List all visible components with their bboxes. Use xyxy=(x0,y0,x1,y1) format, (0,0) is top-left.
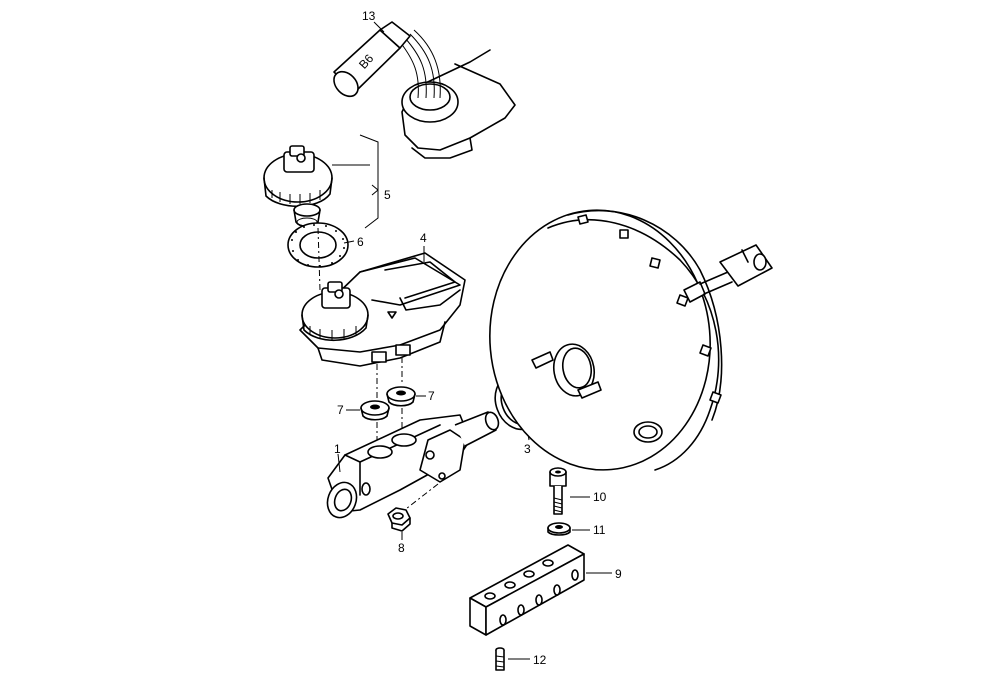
callout-7-left: 7 xyxy=(337,403,344,417)
callout-6: 6 xyxy=(357,235,364,249)
callout-8: 8 xyxy=(398,541,405,555)
callout-10: 10 xyxy=(593,490,607,504)
callout-3: 3 xyxy=(524,442,531,456)
callout-4: 4 xyxy=(420,231,427,245)
part-10-bolt xyxy=(549,467,567,515)
part-7-grommet-left xyxy=(360,400,390,421)
part-4-fluid-reservoir xyxy=(299,252,466,367)
callout-12: 12 xyxy=(533,653,547,667)
callout-13: 13 xyxy=(362,9,376,23)
part-1-master-cylinder xyxy=(326,411,500,519)
part-5-reservoir-cap xyxy=(263,145,333,228)
part-9-terminal-block xyxy=(469,544,585,636)
part-7-grommet-right xyxy=(386,386,416,407)
callout-5: 5 xyxy=(384,188,391,202)
brake-booster xyxy=(489,209,773,471)
part-13-brake-fluid-bottle: B6 xyxy=(333,21,516,159)
callout-7-right: 7 xyxy=(428,389,435,403)
part-8-nut xyxy=(387,507,411,532)
part-12-pin xyxy=(495,647,505,671)
callout-1: 1 xyxy=(334,442,341,456)
part-11-washer xyxy=(547,522,571,536)
callout-9: 9 xyxy=(615,567,622,581)
callout-11: 11 xyxy=(593,523,606,537)
